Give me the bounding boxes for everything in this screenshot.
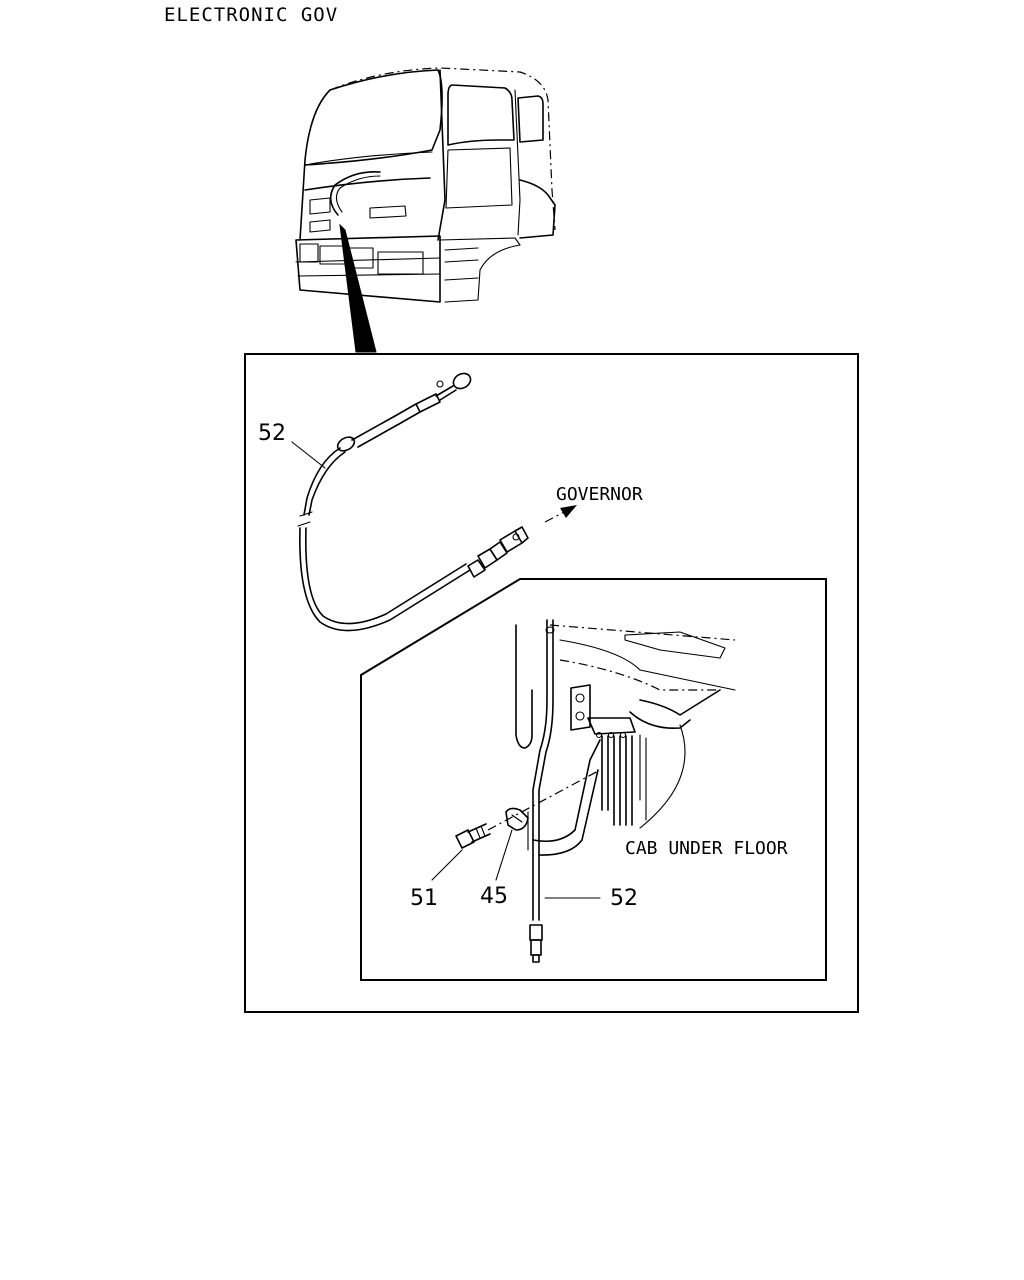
diagram-title: ELECTRONIC GOV xyxy=(164,4,339,26)
part-label-52-bottom: 52 xyxy=(610,886,638,911)
leader-45 xyxy=(495,829,513,881)
part-label-52-top: 52 xyxy=(258,421,286,446)
part-label-51: 51 xyxy=(410,886,438,911)
inset-frame xyxy=(360,578,827,981)
accelerator-cable xyxy=(297,372,577,632)
truck-cab-illustration xyxy=(295,67,556,353)
governor-label: GOVERNOR xyxy=(556,484,643,505)
part-label-45: 45 xyxy=(480,884,508,909)
leader-51 xyxy=(431,849,463,881)
callout-wedge xyxy=(339,223,377,353)
cab-under-floor-detail xyxy=(455,619,736,963)
detail-frame xyxy=(244,353,859,1013)
cab-under-floor-label: CAB UNDER FLOOR xyxy=(625,838,788,859)
leader-cab-under-floor xyxy=(639,724,686,829)
